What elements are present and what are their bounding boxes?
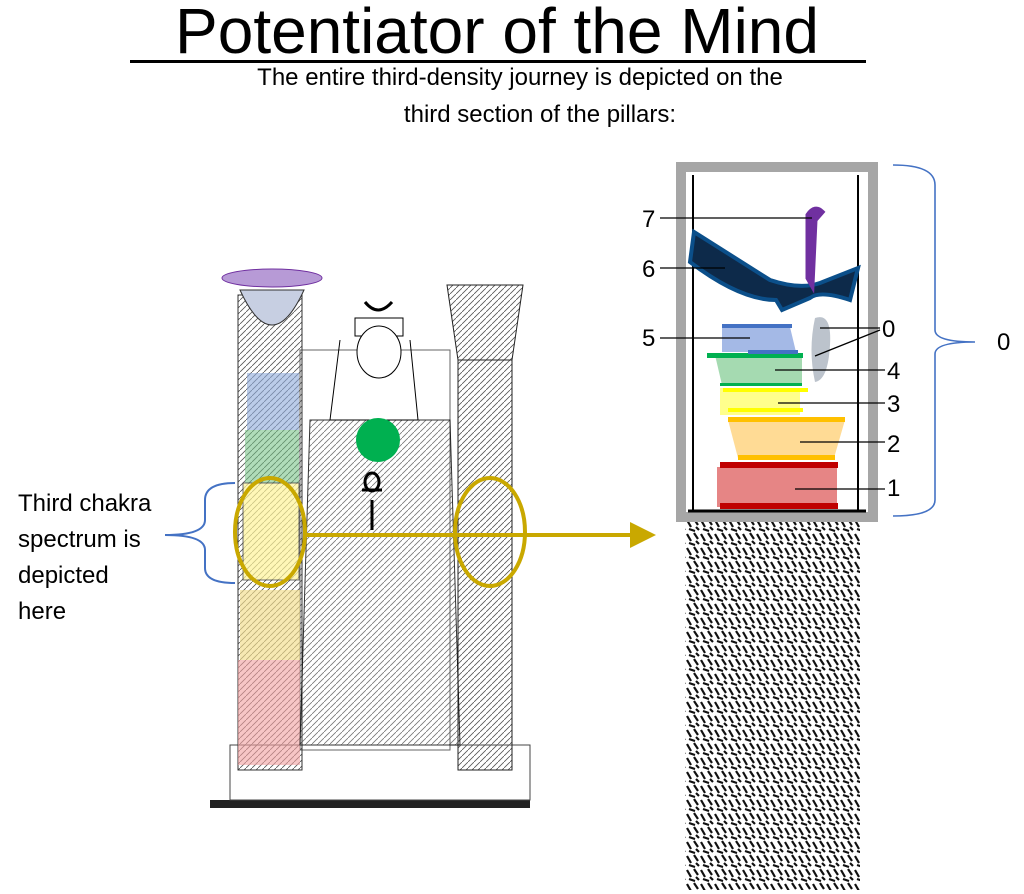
label-4: 4 [887,358,900,385]
label-1: 1 [887,475,900,502]
label-line: depicted [18,562,109,589]
label-line: spectrum is [18,526,141,553]
third-chakra-label: Third chakra spectrum is depicted here [18,486,151,630]
label-3: 3 [887,391,900,418]
title-underline [130,60,866,63]
label-2: 2 [887,431,900,458]
label-6: 6 [642,256,655,283]
label-7: 7 [642,206,655,233]
label-line: here [18,598,67,625]
tarot-card-illustration [210,268,531,808]
brace-label-0: 0 [997,329,1010,356]
zoom-arrow [305,522,656,548]
heart-chakra-dot [356,418,400,462]
left-highlight-ellipse [233,476,307,588]
zoomed-pillar-section [660,162,885,890]
right-pillar [446,284,524,771]
label-5: 5 [642,325,655,352]
left-pillar [221,268,323,771]
right-brace [892,164,976,517]
label-line: Third chakra [18,490,152,517]
left-brace [164,482,236,584]
seated-figure [299,300,461,746]
subtitle-line-2: third section of the pillars: [403,101,677,128]
subtitle-line-1: The entire third-density journey is depi… [257,64,783,91]
pillar-lower-detail [685,522,860,890]
page-title: Potentiator of the Mind [175,0,819,67]
right-highlight-ellipse [453,476,527,588]
label-0: 0 [882,316,895,343]
